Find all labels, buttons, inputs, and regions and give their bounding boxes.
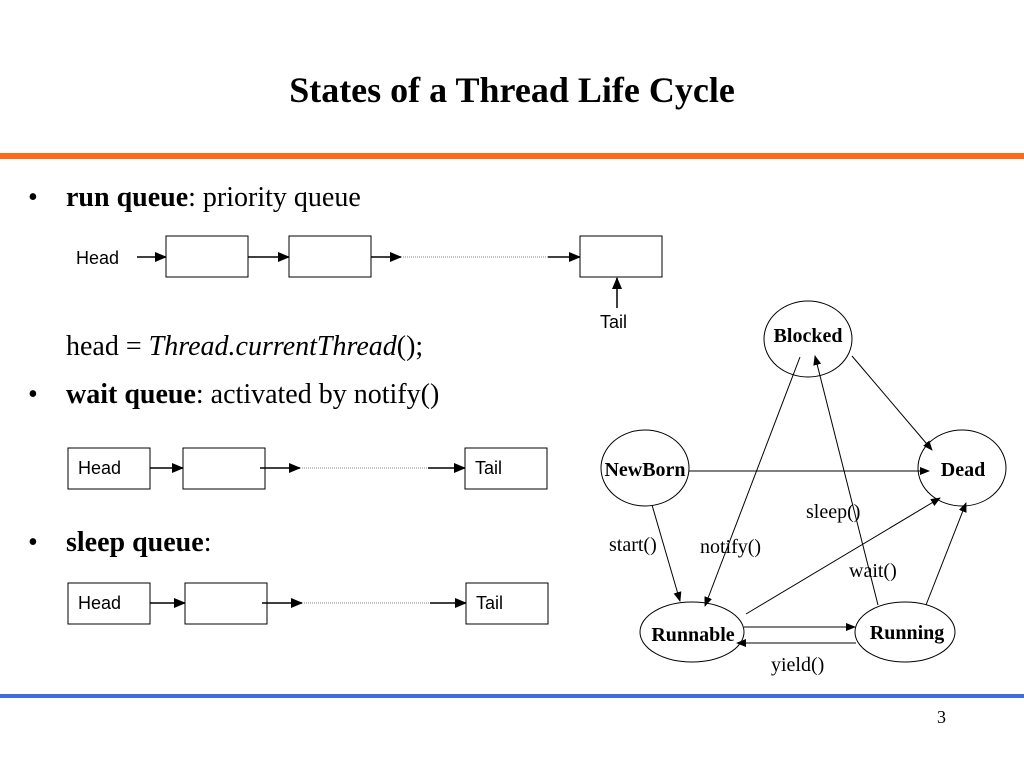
bullet-description: : priority queue bbox=[188, 182, 361, 213]
wait-queue-diagram: Head Tail bbox=[67, 447, 548, 490]
wait-queue-head-label: Head bbox=[78, 458, 121, 478]
tail-box bbox=[465, 582, 549, 625]
bullet-sleep-queue: sleep queue: bbox=[66, 526, 211, 560]
sleep-queue-head-label: Head bbox=[78, 593, 121, 613]
bottom-divider bbox=[0, 694, 1024, 698]
state-label-dead: Dead bbox=[941, 459, 985, 481]
edge-running-blocked bbox=[813, 355, 879, 606]
state-node-running bbox=[854, 601, 956, 663]
state-label-running: Running bbox=[870, 622, 945, 644]
wait-queue-tail-label: Tail bbox=[475, 458, 502, 478]
bullet-term: sleep queue bbox=[66, 527, 204, 558]
state-node-newborn bbox=[600, 429, 690, 507]
queue-node bbox=[288, 235, 372, 278]
bullet-wait-queue: wait queue: activated by notify() bbox=[66, 378, 439, 412]
bullet-description: : bbox=[203, 527, 212, 558]
edge-blocked-runnable bbox=[704, 356, 801, 607]
head-box bbox=[67, 447, 151, 490]
run-queue-diagram: Head Tail bbox=[76, 235, 663, 332]
bullet-marker: • bbox=[28, 182, 38, 213]
bullet-run-queue: run queue: priority queue bbox=[66, 181, 361, 215]
edge-runnable-dead bbox=[745, 497, 941, 615]
queue-node bbox=[579, 235, 663, 278]
sleep-queue-tail-label: Tail bbox=[476, 593, 503, 613]
edge-running-dead bbox=[925, 502, 967, 606]
code-prefix: head = bbox=[66, 331, 149, 362]
state-node-blocked bbox=[763, 300, 853, 378]
edge-blocked-dead bbox=[851, 355, 933, 451]
transition-label-yield: yield() bbox=[771, 654, 824, 676]
bullet-marker: • bbox=[28, 379, 38, 410]
state-node-runnable bbox=[639, 601, 745, 663]
top-divider bbox=[0, 153, 1024, 159]
run-queue-head-label: Head bbox=[76, 248, 119, 268]
queue-node bbox=[184, 582, 268, 625]
bullet-marker: • bbox=[28, 527, 38, 558]
bullet-term: run queue bbox=[66, 182, 189, 213]
code-line: head = Thread.currentThread(); bbox=[66, 330, 423, 364]
thread-state-diagram: Blocked NewBorn Dead Runnable Running st… bbox=[600, 300, 1007, 676]
transition-label-notify: notify() bbox=[700, 536, 761, 558]
bullet-term: wait queue bbox=[66, 379, 196, 410]
tail-box bbox=[464, 447, 548, 490]
state-label-newborn: NewBorn bbox=[604, 459, 685, 481]
code-suffix: (); bbox=[396, 331, 424, 362]
transition-label-wait: wait() bbox=[849, 560, 897, 582]
transition-label-start: start() bbox=[609, 534, 657, 556]
head-box bbox=[67, 582, 151, 625]
queue-node bbox=[165, 235, 249, 278]
bullet-description: : activated by notify() bbox=[195, 379, 440, 410]
queue-node bbox=[182, 447, 266, 490]
slide-title: States of a Thread Life Cycle bbox=[289, 70, 735, 110]
edge-newborn-runnable bbox=[651, 504, 682, 602]
run-queue-tail-label: Tail bbox=[600, 312, 627, 332]
state-label-runnable: Runnable bbox=[651, 624, 734, 646]
transition-label-sleep: sleep() bbox=[806, 501, 860, 523]
state-label-blocked: Blocked bbox=[774, 325, 843, 347]
sleep-queue-diagram: Head Tail bbox=[67, 582, 549, 625]
page-number: 3 bbox=[937, 707, 946, 727]
code-method: Thread.currentThread bbox=[148, 331, 397, 362]
